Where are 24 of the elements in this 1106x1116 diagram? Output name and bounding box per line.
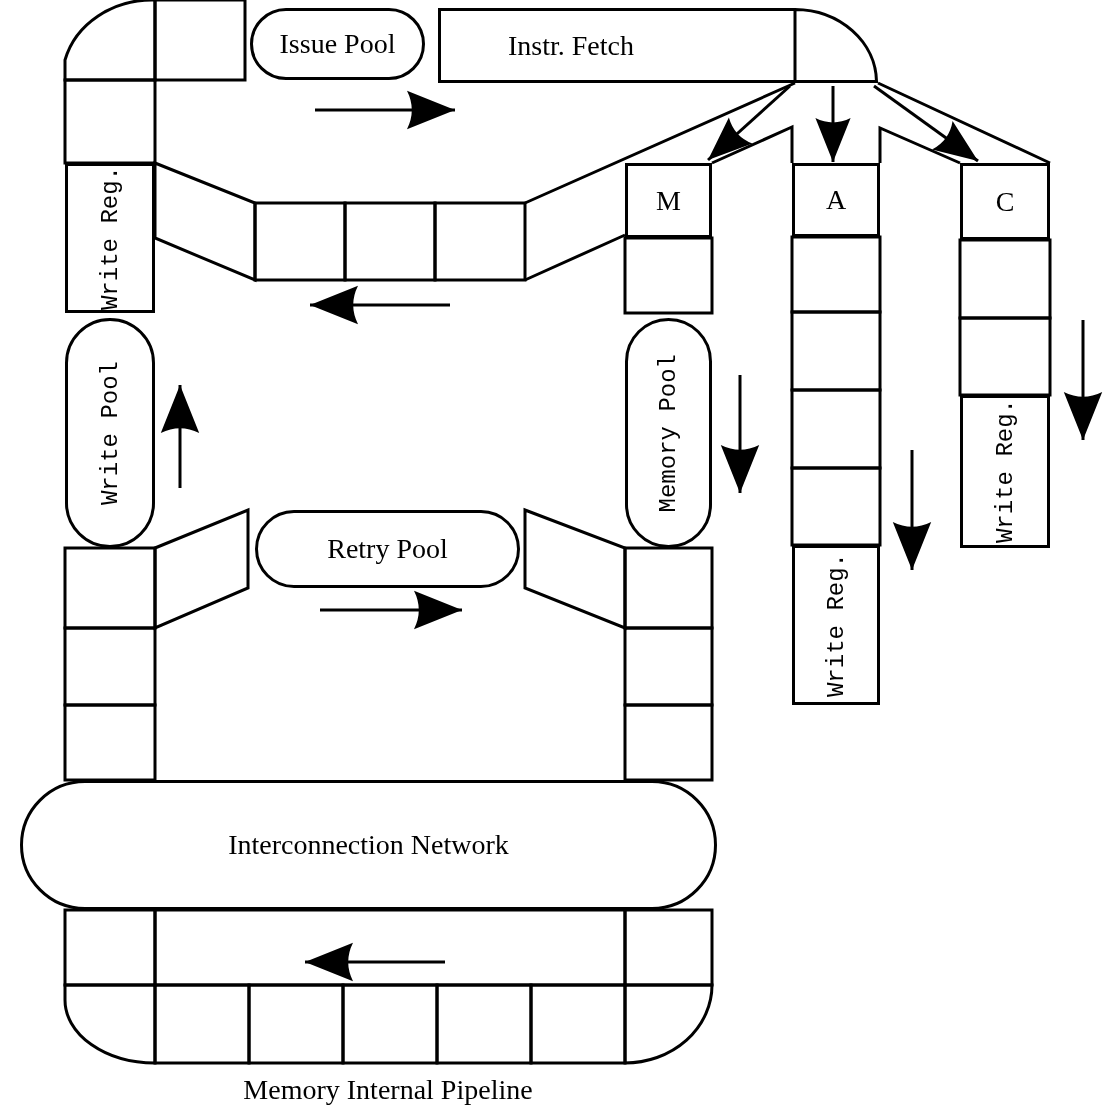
stage-label: C — [995, 185, 1015, 218]
stage-label: Interconnection Network — [228, 829, 509, 861]
pool-stadium — [65, 318, 155, 548]
stage-box — [625, 163, 712, 238]
stage-label: Retry Pool — [327, 533, 448, 565]
stage-box — [960, 163, 1050, 240]
stage-label: M — [656, 184, 681, 217]
stage-box — [438, 8, 878, 83]
register-box — [65, 163, 155, 313]
stage-label: Write Pool — [96, 361, 124, 505]
stage-label: Issue Pool — [279, 28, 396, 60]
register-box — [792, 545, 880, 705]
stage-box — [792, 163, 880, 237]
pool-stadium — [255, 510, 520, 588]
pool-stadium — [250, 8, 425, 80]
stage-label: Write Reg. — [991, 399, 1019, 544]
caption: Memory Internal Pipeline — [242, 1074, 534, 1106]
stage-label: Instr. Fetch — [508, 29, 634, 62]
stage-label: Write Reg. — [822, 553, 850, 697]
pool-stadium — [625, 318, 712, 548]
register-box — [960, 395, 1050, 548]
stage-label: A — [825, 184, 847, 216]
stage-label: Write Reg. — [96, 166, 124, 310]
stage-label: Memory Pool — [655, 353, 682, 513]
